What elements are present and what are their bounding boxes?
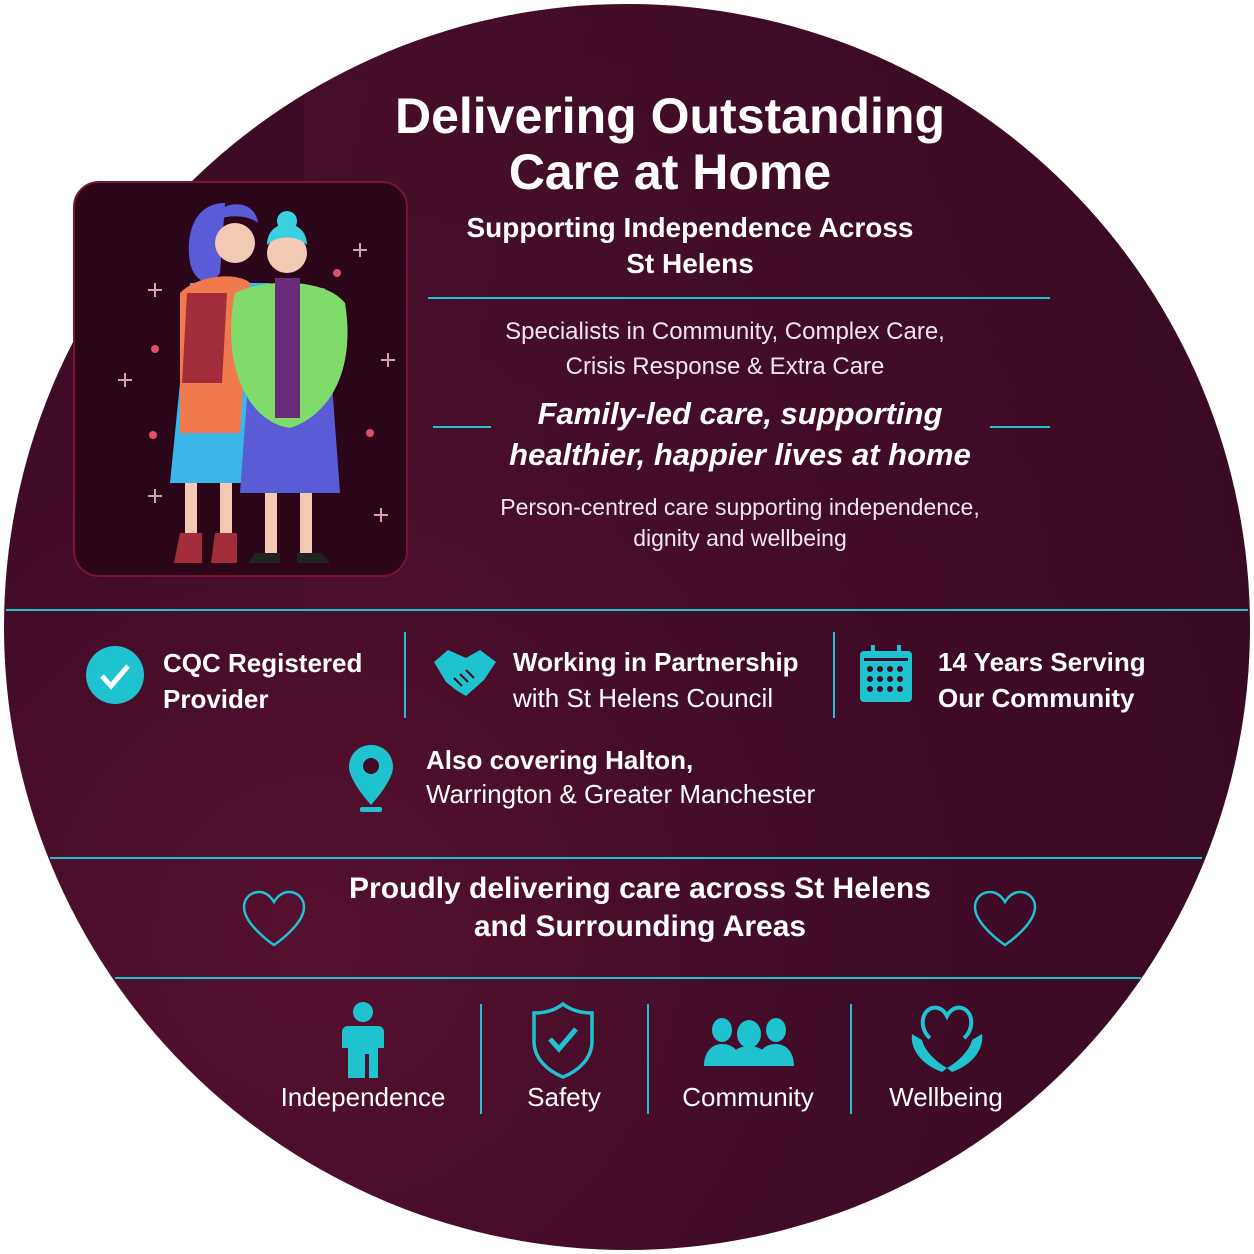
value-divider [647,1004,649,1114]
stat-partnership-line-2: with St Helens Council [513,683,774,713]
tagline-line-2: healthier, happier lives at home [509,437,971,472]
value-wellbeing: Wellbeing [889,1082,1003,1112]
stat-years-line-2: Our Community [938,683,1135,713]
shield-check-icon [532,1001,594,1079]
value-independence: Independence [280,1082,446,1112]
stat-partnership: Working in Partnership with St Helens Co… [513,644,799,716]
group-icon [704,1018,794,1066]
section-divider [6,609,1248,611]
title-line-1: Delivering Outstanding [394,88,946,144]
illustration-card [73,181,408,577]
value-divider [850,1004,852,1114]
page-title: Delivering Outstanding Care at Home [330,88,1010,200]
heart-outline-icon [242,890,306,947]
stat-cqc: CQC Registered Provider [163,645,362,717]
stat-partnership-line-1: Working in Partnership [513,647,799,677]
stat-cqc-line-2: Provider [163,684,269,714]
subtitle-line-1: Supporting Independence Across [466,212,914,243]
value-community: Community [682,1082,814,1112]
tagline-line-1: Family-led care, supporting [537,396,943,431]
tagline-rule-left [433,426,491,428]
title-line-2: Care at Home [508,144,832,200]
coverage-text: Also covering Halton, Warrington & Great… [426,743,815,811]
divider [428,297,1050,299]
subtitle-line-2: St Helens [626,248,754,279]
subtitle: Supporting Independence Across St Helens [430,210,950,282]
check-circle-icon [86,646,144,704]
tagline-rule-right [990,426,1050,428]
two-women-illustration [118,203,395,563]
description-line-2: dignity and wellbeing [633,525,847,551]
stat-divider [833,632,835,718]
handshake-icon [434,650,496,696]
stat-divider [404,632,406,718]
stat-years-line-1: 14 Years Serving [938,647,1146,677]
banner-line-2: and Surrounding Areas [473,910,807,943]
value-divider [480,1004,482,1114]
calendar-icon [860,645,912,702]
specialisms-line-2: Crisis Response & Extra Care [565,353,885,380]
specialisms-text: Specialists in Community, Complex Care, … [420,314,1030,384]
heart-outline-icon [973,890,1037,947]
coverage-line-2: Warrington & Greater Manchester [426,779,816,809]
section-divider [50,857,1202,859]
description: Person-centred care supporting independe… [440,492,1040,554]
stat-cqc-line-1: CQC Registered [163,648,363,678]
background-sheen [304,4,1250,610]
heart-hands-icon [911,1005,983,1072]
stat-years: 14 Years Serving Our Community [938,644,1146,716]
tagline: Family-led care, supporting healthier, h… [460,393,1020,475]
banner-line-1: Proudly delivering care across St Helens [349,872,931,905]
specialisms-line-1: Specialists in Community, Complex Care, [505,318,945,345]
location-pin-icon [349,745,393,812]
coverage-line-1: Also covering Halton, [426,745,694,775]
section-divider [115,977,1141,979]
person-icon [342,1002,384,1078]
banner-text: Proudly delivering care across St Helens… [300,870,980,946]
infographic-circle [4,4,1250,1250]
value-safety: Safety [527,1082,601,1112]
description-line-1: Person-centred care supporting independe… [500,494,980,520]
